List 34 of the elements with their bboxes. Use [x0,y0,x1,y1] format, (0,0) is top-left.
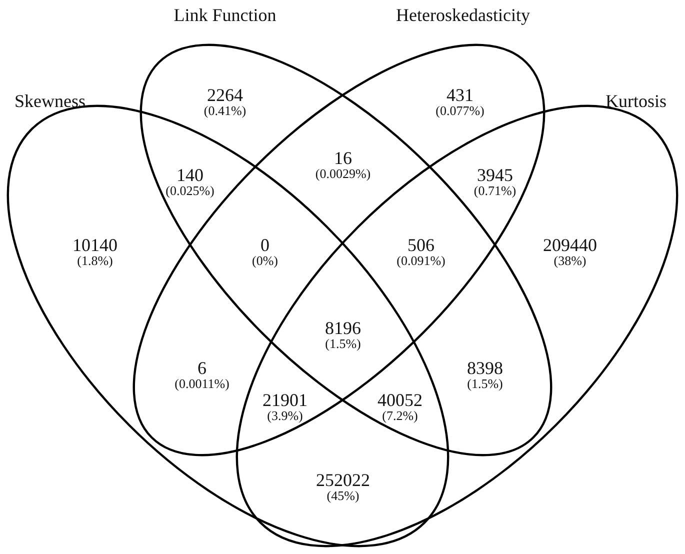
set-label: Kurtosis [606,92,666,110]
set-label: Link Function [174,6,276,24]
region-count: 252022 [316,471,370,489]
region-percentage: (3.9%) [267,409,303,422]
region-count: 0 [260,236,270,254]
region-percentage: (0%) [252,254,278,267]
region-count: 2264 [207,86,243,104]
region-percentage: (7.2%) [382,409,418,422]
region-percentage: (0.0029%) [315,167,371,180]
region-percentage: (1.5%) [325,337,361,350]
region-percentage: (0.025%) [166,184,214,197]
region-percentage: (1.5%) [467,377,503,390]
region-percentage: (0.077%) [436,104,484,117]
region-count: 506 [408,236,434,254]
region-count: 431 [446,86,474,104]
region-percentage: (0.41%) [204,104,246,117]
set-label: Heteroskedasticity [396,6,530,24]
region-count: 6 [198,359,206,377]
set-label: Skewness [14,92,86,110]
region-percentage: (0.0011%) [174,377,230,390]
region-percentage: (1.8%) [77,254,113,267]
region-percentage: (38%) [554,254,586,267]
region-percentage: (0.091%) [396,254,446,267]
region-count: 8398 [467,359,503,377]
region-count: 3945 [477,166,513,184]
region-count: 16 [334,149,352,167]
region-count: 8196 [325,319,361,337]
region-count: 209440 [543,236,597,254]
region-count: 21901 [262,391,308,409]
region-count: 140 [176,166,204,184]
region-percentage: (45%) [326,489,360,502]
region-count: 10140 [72,236,118,254]
region-count: 40052 [378,391,422,409]
region-percentage: (0.71%) [474,184,516,197]
